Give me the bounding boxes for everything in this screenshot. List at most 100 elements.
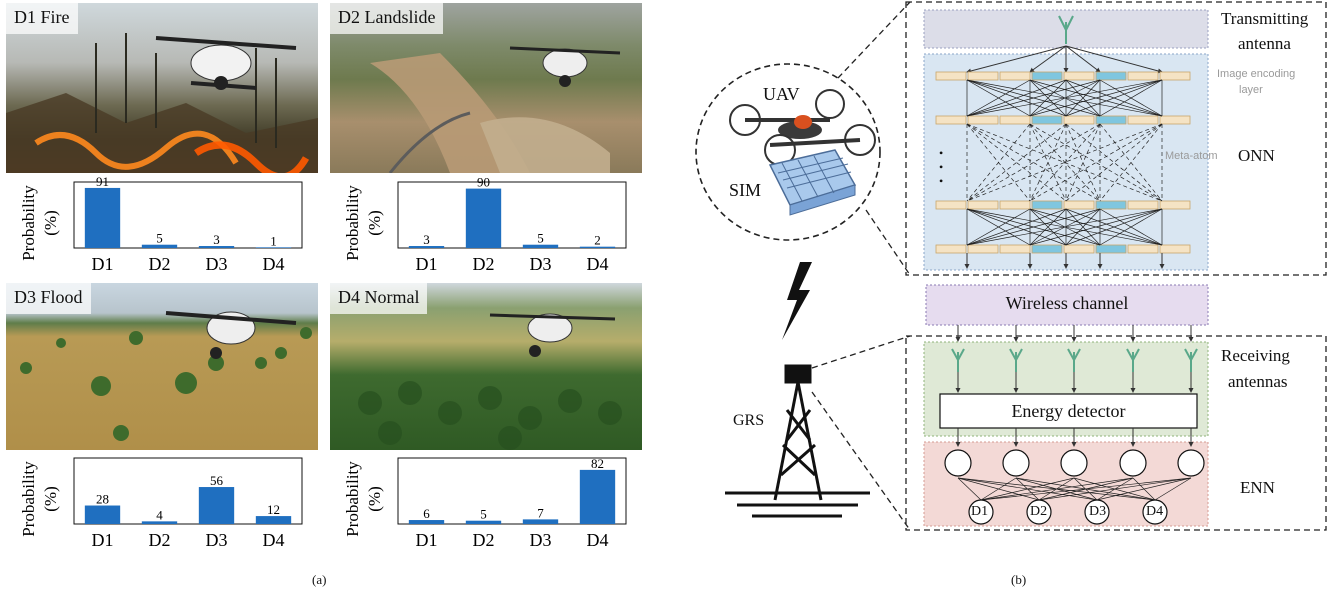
meta-atom (1095, 71, 1127, 81)
meta-atom (967, 244, 999, 254)
x-tick-label: D4 (587, 254, 609, 274)
bar (579, 246, 616, 248)
meta-atom (1031, 244, 1063, 254)
antenna-icon (1058, 15, 1074, 44)
meta-atom (967, 115, 999, 125)
energy-detector-label: Energy detector (1011, 401, 1126, 421)
enn-hidden-node (1002, 449, 1030, 477)
enn-output-d4: D4 (1146, 504, 1164, 519)
bar-value-label: 3 (423, 232, 430, 247)
x-tick-label: D4 (587, 530, 609, 550)
bar-value-label: 82 (591, 456, 604, 471)
x-tick-label: D1 (416, 254, 438, 274)
meta-atom (999, 115, 1031, 125)
sim-metasurface-icon (768, 149, 857, 216)
wireless-channel-box (925, 284, 1209, 326)
meta-atom (1063, 115, 1095, 125)
scene-tag: D1 Fire (6, 3, 78, 34)
meta-atom (1159, 200, 1191, 210)
x-tick-label: D3 (530, 530, 552, 550)
y-axis-unit: (%) (365, 210, 384, 235)
y-axis-unit: (%) (41, 486, 60, 511)
meta-atom-layers (935, 71, 1191, 254)
enn-nodes (944, 428, 1205, 525)
scene-photo-normal: D4 Normal (330, 283, 642, 450)
scene-photo-landslide: D2 Landslide (330, 3, 642, 173)
x-tick-label: D3 (206, 254, 228, 274)
bar (522, 519, 559, 524)
x-tick-label: D2 (149, 530, 171, 550)
meta-atom (1127, 200, 1159, 210)
enn-output-d1: D1 (971, 504, 989, 519)
enn-hidden-node (944, 449, 972, 477)
x-tick-label: D4 (263, 254, 285, 274)
scene-tag: D4 Normal (330, 283, 428, 314)
x-tick-label: D3 (530, 254, 552, 274)
bar (141, 521, 178, 524)
meta-atom (935, 115, 967, 125)
uav-label: UAV (763, 84, 800, 104)
bar-value-label: 28 (96, 492, 109, 507)
meta-atom (999, 200, 1031, 210)
meta-atom (1063, 200, 1095, 210)
ellipsis-dots: • • • (939, 146, 944, 188)
meta-atom (935, 71, 967, 81)
enn-output-node (1084, 499, 1110, 525)
enn-hidden-node (1177, 449, 1205, 477)
enn-output-node (1142, 499, 1168, 525)
bar (579, 469, 616, 524)
meta-atom (967, 200, 999, 210)
bar-value-label: 6 (423, 506, 430, 521)
sim-label: SIM (729, 180, 762, 200)
receive-antenna-icons (951, 348, 1198, 372)
uav-ellipse (695, 63, 881, 241)
bar-value-label: 5 (480, 507, 487, 522)
bar-value-label: 4 (156, 507, 163, 522)
x-tick-label: D3 (206, 530, 228, 550)
energy-detector-box (939, 393, 1198, 429)
bar-value-label: 56 (210, 473, 224, 488)
y-axis-label: Probability (19, 185, 38, 261)
enn-hidden-node (1060, 449, 1088, 477)
enn-output-node (1026, 499, 1052, 525)
scene-tag: D2 Landslide (330, 3, 444, 34)
y-axis-label: Probability (343, 461, 362, 537)
scene-photo-fire: D1 Fire (6, 3, 318, 173)
meta-atom (1063, 244, 1095, 254)
meta-atom (935, 244, 967, 254)
plot-frame (397, 457, 627, 525)
forest-scene-art (358, 313, 622, 450)
bar-value-label: 2 (594, 233, 601, 248)
wireless-channel-label: Wireless channel (1005, 293, 1129, 313)
bar-value-label: 91 (96, 176, 109, 189)
meta-atom (1031, 71, 1063, 81)
plot-frame (73, 457, 303, 525)
meta-atom (1095, 115, 1127, 125)
y-axis-unit: (%) (41, 210, 60, 235)
panel-label-a: (a) (312, 572, 327, 587)
ground-station-tower-icon (725, 364, 870, 518)
bar (255, 516, 292, 524)
bar (522, 244, 559, 248)
meta-atom-label: Meta-atom (1165, 150, 1218, 162)
plot-frame (73, 181, 303, 249)
landslide-scene-art (370, 46, 621, 173)
bar-value-label: 5 (156, 231, 163, 246)
bar-value-label: 1 (270, 233, 277, 248)
receiving-label-line2: antennas (1228, 372, 1288, 391)
bar (84, 187, 121, 248)
y-axis-label: Probability (343, 185, 362, 261)
meta-atom (935, 200, 967, 210)
enn-output-d2: D2 (1030, 504, 1048, 519)
meta-atom (1063, 71, 1095, 81)
onn-label: ONN (1238, 146, 1275, 165)
enn-output-node (968, 499, 994, 525)
drone-icon (165, 311, 297, 359)
drone-icon (155, 36, 297, 90)
image-encoding-label-line2: layer (1239, 84, 1263, 96)
meta-atom (1127, 244, 1159, 254)
